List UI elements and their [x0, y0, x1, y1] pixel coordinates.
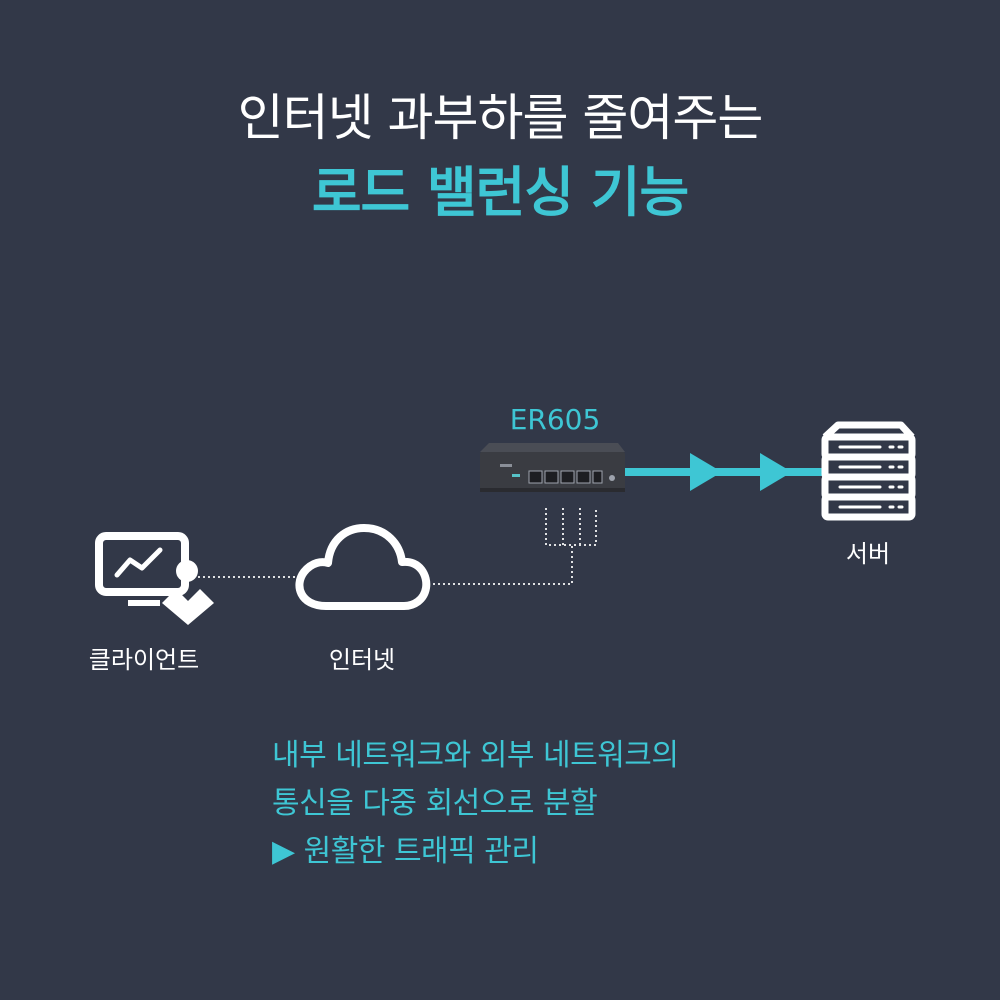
router-server-arrow	[625, 453, 825, 491]
router-label: ER605	[509, 403, 601, 436]
server-label: 서버	[845, 540, 891, 568]
title-line-1: 인터넷 과부하를 줄여주는	[237, 89, 764, 147]
internet-router-link	[428, 545, 573, 585]
router-icon	[480, 443, 625, 492]
description: 내부 네트워크와 외부 네트워크의 통신을 다중 회선으로 분할 ▶ 원활한 트…	[272, 732, 679, 876]
title-line-2: 로드 밸런싱 기능	[311, 161, 689, 224]
description-line-1: 내부 네트워크와 외부 네트워크의	[272, 738, 679, 773]
description-line-3: ▶ 원활한 트래픽 관리	[272, 834, 539, 869]
cloud-icon	[295, 524, 431, 610]
router-port-cables	[545, 508, 597, 546]
description-line-2: 통신을 다중 회선으로 분할	[272, 786, 598, 821]
server-lights	[838, 445, 904, 509]
monitor-user-icon	[95, 532, 214, 625]
internet-label: 인터넷	[328, 646, 396, 674]
server-icon	[821, 421, 916, 521]
client-label: 클라이언트	[88, 646, 200, 674]
